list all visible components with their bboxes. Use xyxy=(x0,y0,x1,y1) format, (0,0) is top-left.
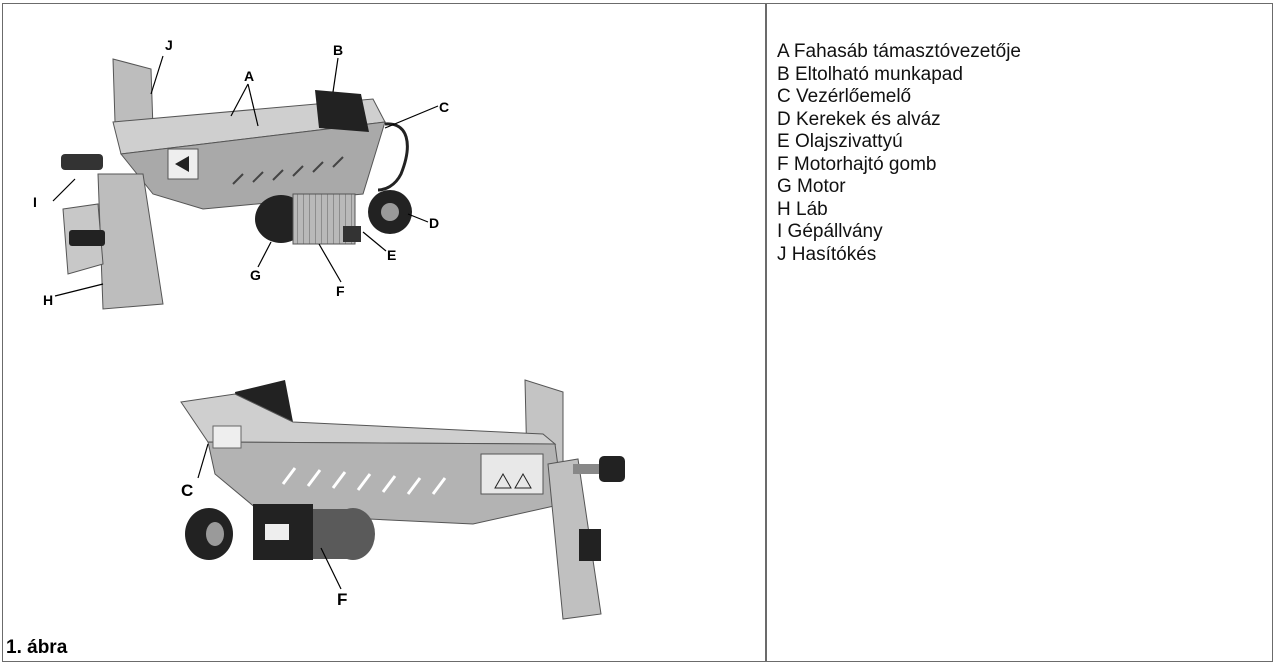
callout-c-bottom: C xyxy=(181,481,193,500)
legend-item: F Motorhajtó gomb xyxy=(777,153,937,175)
figure-area: J A B C I D E G F H xyxy=(3,4,765,661)
machine-top-view: J A B C I D E G F H xyxy=(33,37,449,310)
callout-h-top: H xyxy=(43,292,53,308)
legend-item: A Fahasáb támasztóvezetője xyxy=(777,41,1021,62)
legend-item: I Gépállvány xyxy=(777,221,883,242)
parts-legend: A Fahasáb támasztóvezetője B Eltolható m… xyxy=(777,41,1257,266)
callout-c-top: C xyxy=(439,99,449,115)
legend-item: C Vezérlőemelő xyxy=(777,86,912,107)
legend-item: H Láb xyxy=(777,198,828,220)
callout-d-top: D xyxy=(429,215,439,231)
callout-j-top: J xyxy=(165,37,173,53)
legend-item: E Olajszivattyú xyxy=(777,131,903,152)
column-divider xyxy=(765,3,767,662)
document-frame xyxy=(2,3,1273,662)
callout-a-top: A xyxy=(244,68,254,84)
callout-e-top: E xyxy=(387,247,396,263)
callout-b-top: B xyxy=(333,42,343,58)
log-splitter-illustration: J A B C I D E G F H xyxy=(33,37,625,620)
legend-item: G Motor xyxy=(777,176,846,197)
legend-item: B Eltolható munkapad xyxy=(777,63,963,85)
legend-item: D Kerekek és alváz xyxy=(777,108,941,130)
callout-g-top: G xyxy=(250,267,261,283)
callout-i-top: I xyxy=(33,194,37,210)
legend-item: J Hasítókés xyxy=(777,243,877,265)
callout-f-bottom: F xyxy=(337,590,347,609)
machine-bottom-view: C F xyxy=(180,379,625,620)
figure-caption: 1. ábra xyxy=(6,637,68,658)
callout-f-top: F xyxy=(336,283,345,299)
